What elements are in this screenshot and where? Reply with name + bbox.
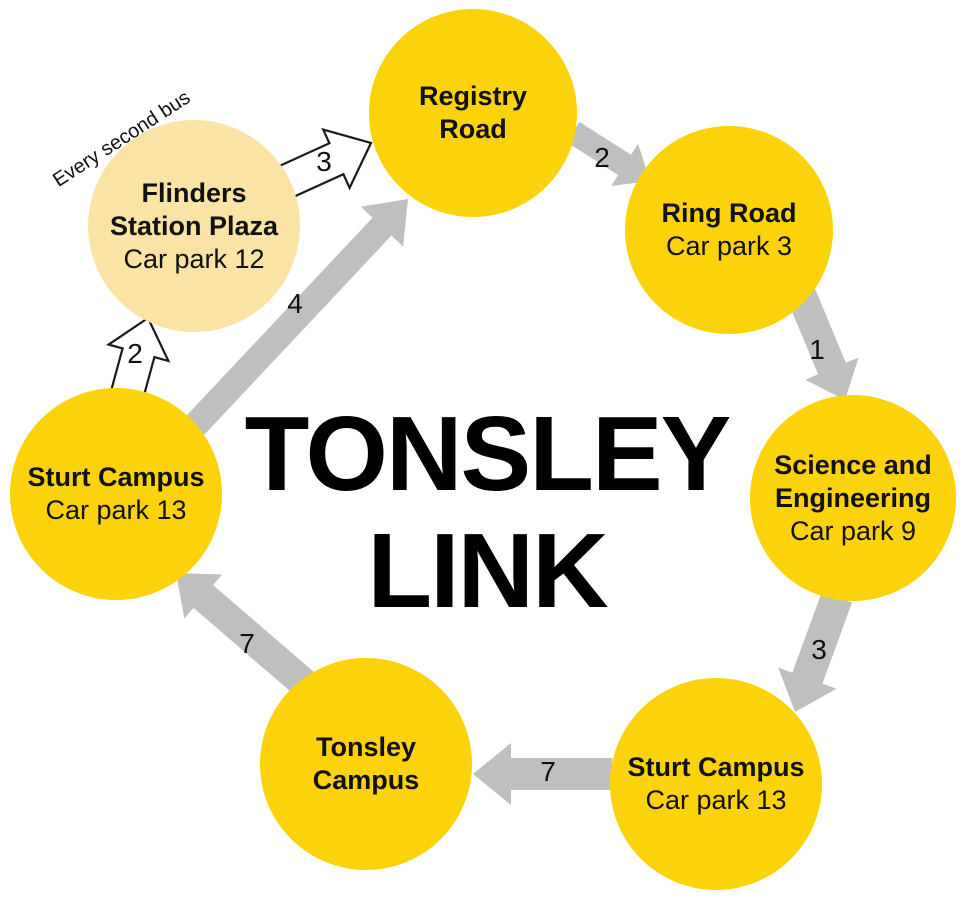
stop-sturt-campus-south: Sturt Campus Car park 13 — [610, 678, 822, 890]
title-line-2: LINK — [367, 512, 608, 630]
stop-name: Sturt Campus — [27, 462, 205, 492]
diagram-title: TONSLEY LINK — [87, 396, 887, 630]
route-arrow-flinders-plaza-to-registry-road — [274, 127, 373, 200]
route-time-sturt-west-to-flinders: 2 — [127, 338, 143, 369]
stop-tonsley-campus: Tonsley Campus — [260, 658, 472, 870]
stop-sturt-campus-west: Sturt Campus Car park 13 — [10, 388, 222, 600]
stop-name: Science and Engineering — [774, 449, 932, 513]
route-time-science-to-sturt-south: 3 — [811, 634, 827, 665]
stop-car-park: Car park 13 — [645, 785, 787, 815]
stop-name: Tonsley Campus — [312, 732, 420, 795]
stop-name: Sturt Campus — [627, 752, 805, 782]
route-arrow-sturt-west-to-registry-road — [179, 199, 408, 441]
stop-name: Ring Road — [661, 198, 797, 228]
stop-car-park: Car park 12 — [123, 243, 265, 274]
stop-name: Registry Road — [418, 81, 528, 144]
route-arrow-science-engineering-to-sturt-south — [778, 591, 852, 712]
title-line-1: TONSLEY — [244, 395, 732, 513]
stop-car-park: Car park 13 — [45, 495, 187, 525]
stop-name: Flinders Station Plaza — [109, 177, 279, 241]
route-time-tonsley-to-sturt-west: 7 — [239, 628, 255, 659]
stop-car-park: Car park 3 — [665, 231, 793, 261]
route-time-sturt-south-to-tonsley: 7 — [540, 756, 556, 787]
stop-car-park: Car park 9 — [789, 515, 917, 546]
route-arrow-tonsley-campus-to-sturt-west — [176, 573, 323, 703]
stop-ring-road: Ring Road Car park 3 — [625, 126, 833, 334]
route-time-registry-to-ring: 2 — [594, 142, 610, 173]
route-time-sturt-west-to-registry: 4 — [287, 288, 303, 319]
route-arrow-ring-road-to-science-engineering — [787, 288, 859, 400]
route-arrow-sturt-west-to-flinders-plaza — [105, 316, 171, 401]
route-arrow-sturt-south-to-tonsley-campus — [473, 743, 612, 805]
stop-registry-road: Registry Road — [369, 9, 577, 217]
route-time-ring-to-science: 1 — [809, 334, 825, 365]
stop-flinders-station-plaza: Flinders Station Plaza Car park 12 — [88, 120, 300, 332]
route-arrow-registry-road-to-ring-road — [566, 121, 650, 186]
route-time-flinders-to-registry: 3 — [316, 146, 332, 177]
stop-science-and-engineering: Science and Engineering Car park 9 — [750, 395, 956, 601]
